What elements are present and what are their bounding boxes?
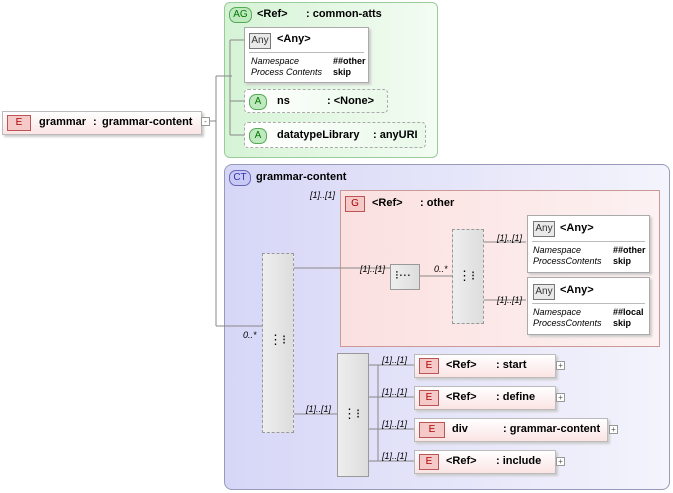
element-multiplicity: [1]..[1] <box>382 451 408 461</box>
group-choice-icon: ⋮⁝ <box>458 268 476 283</box>
element-badge: E <box>419 390 439 406</box>
element-separator: : <box>93 116 97 128</box>
ag-name: : common-atts <box>306 8 382 20</box>
attribute-type: : anyURI <box>373 129 418 141</box>
process-contents-key: ProcessContents <box>533 256 602 266</box>
group-name: : other <box>420 197 455 209</box>
any-label: <Any> <box>277 33 311 45</box>
group-seq-multiplicity: [1]..[1] <box>360 264 386 274</box>
element-badge: E <box>419 358 439 374</box>
element-multiplicity: [1]..[1] <box>382 387 408 397</box>
attribute-type: : <None> <box>327 95 375 107</box>
divider <box>532 303 645 304</box>
attribute-datatype-library[interactable]: A datatypeLibrary : anyURI <box>244 122 426 148</box>
element-include[interactable]: E <Ref> : include <box>414 450 556 474</box>
any-attribute-box[interactable]: Any <Any> Namespace ##other Process Cont… <box>244 27 369 83</box>
namespace-value: ##local <box>613 307 644 317</box>
namespace-key: Namespace <box>533 245 582 255</box>
group-choice-multiplicity: 0..* <box>434 264 448 274</box>
namespace-value: ##other <box>613 245 646 255</box>
namespace-key: Namespace <box>251 56 300 66</box>
expand-toggle[interactable]: + <box>556 393 565 402</box>
attribute-name: datatypeLibrary <box>277 129 360 141</box>
element-badge: E <box>419 422 445 438</box>
any2-multiplicity: [1]..[1] <box>497 295 523 305</box>
any-badge: Any <box>249 33 271 49</box>
any-element-box-2[interactable]: Any <Any> Namespace ##local ProcessConte… <box>527 277 650 335</box>
outer-multiplicity: 0..* <box>243 330 257 340</box>
lower-sequence-compositor[interactable] <box>337 353 369 477</box>
process-contents-value: skip <box>613 256 632 266</box>
element-ref: <Ref> <box>446 391 477 403</box>
expand-toggle[interactable]: + <box>556 361 565 370</box>
namespace-key: Namespace <box>533 307 582 317</box>
process-contents-value: skip <box>613 318 632 328</box>
sequence-multiplicity: [1]..[1] <box>306 404 332 414</box>
divider <box>532 241 645 242</box>
element-badge: E <box>419 454 439 470</box>
group-multiplicity: [1]..[1] <box>310 190 336 200</box>
any-element-box-1[interactable]: Any <Any> Namespace ##other ProcessConte… <box>527 215 650 273</box>
ct-name: grammar-content <box>256 171 347 183</box>
divider <box>249 52 364 53</box>
expand-toggle[interactable]: + <box>609 425 618 434</box>
element-ref: div <box>452 423 468 435</box>
any-label: <Any> <box>560 222 594 234</box>
choice-icon: ⋮⁝ <box>269 332 287 347</box>
attribute-badge: A <box>249 94 267 110</box>
choice-compositor[interactable] <box>262 253 294 433</box>
element-div[interactable]: E div : grammar-content <box>414 418 608 442</box>
element-name: : include <box>496 455 542 467</box>
element-badge: E <box>7 115 31 131</box>
ag-badge: AG <box>229 7 252 23</box>
any-badge: Any <box>533 221 555 237</box>
lower-sequence-icon: ⋮⁝ <box>343 406 361 421</box>
element-type: grammar-content <box>102 116 193 128</box>
expand-toggle[interactable]: - <box>201 117 210 126</box>
group-badge: G <box>345 196 365 212</box>
element-ref: <Ref> <box>446 359 477 371</box>
element-name: : start <box>496 359 527 371</box>
element-multiplicity: [1]..[1] <box>382 419 408 429</box>
attribute-badge: A <box>249 128 267 144</box>
any1-multiplicity: [1]..[1] <box>497 233 523 243</box>
element-multiplicity: [1]..[1] <box>382 355 408 365</box>
sequence-icon: ⁝⋯ <box>395 268 411 282</box>
expand-toggle[interactable]: + <box>556 457 565 466</box>
element-ref: <Ref> <box>446 455 477 467</box>
group-choice-compositor[interactable] <box>452 229 484 324</box>
process-contents-key: ProcessContents <box>533 318 602 328</box>
namespace-value: ##other <box>333 56 366 66</box>
element-name: grammar <box>39 116 87 128</box>
any-badge: Any <box>533 284 555 300</box>
sequence-compositor[interactable] <box>390 264 420 290</box>
element-name: : define <box>496 391 536 403</box>
element-name: : grammar-content <box>503 423 601 435</box>
ct-badge: CT <box>229 170 251 186</box>
process-contents-value: skip <box>333 67 352 77</box>
element-start[interactable]: E <Ref> : start <box>414 354 556 378</box>
attribute-ns[interactable]: A ns : <None> <box>244 89 388 113</box>
group-ref: <Ref> <box>372 197 403 209</box>
ag-ref: <Ref> <box>257 8 288 20</box>
process-contents-key: Process Contents <box>251 67 323 77</box>
any-label: <Any> <box>560 284 594 296</box>
root-element-grammar[interactable]: E grammar : grammar-content <box>2 111 202 135</box>
attribute-name: ns <box>277 95 290 107</box>
element-define[interactable]: E <Ref> : define <box>414 386 556 410</box>
